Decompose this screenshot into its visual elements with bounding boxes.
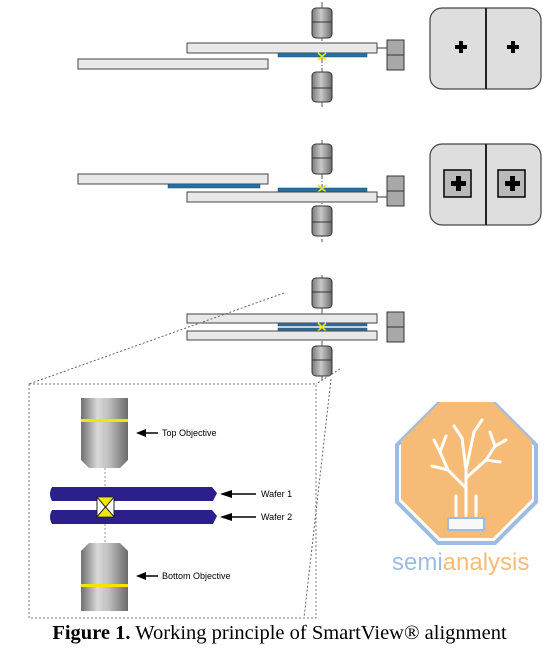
wafer2-label: Wafer 2: [261, 512, 292, 522]
top-wafer: [186, 191, 378, 203]
alignment-marker: [317, 184, 327, 193]
bottom-wafer: [77, 58, 269, 70]
alignment-view-panel: [429, 7, 542, 90]
top-wafer: [186, 42, 378, 54]
cross-mark-icon: [507, 41, 519, 53]
wafer2-callout: Wafer 2: [220, 512, 292, 522]
top-wafer: [186, 313, 378, 324]
chuck-icon: [377, 175, 405, 207]
bottom-objective-callout: Bottom Objective: [136, 571, 231, 581]
detail-frame: [28, 383, 317, 619]
wafer1-label: Wafer 1: [261, 489, 292, 499]
zoom-line: [315, 368, 341, 385]
watermark-text-part1: semi: [392, 549, 443, 576]
bottom-wafer: [186, 330, 378, 341]
top-objective-callout: Top Objective: [136, 428, 217, 438]
chuck-icon: [377, 39, 405, 71]
step-3: [186, 275, 405, 380]
wafer1-callout: Wafer 1: [220, 489, 292, 499]
chuck-icon: [386, 311, 405, 343]
alignment-marker: [317, 322, 327, 332]
cross-mark-icon: [505, 176, 520, 191]
figure-caption-label: Figure 1.: [52, 622, 131, 644]
figure-caption: Figure 1. Working principle of SmartView…: [0, 622, 559, 645]
semianalysis-watermark: semianalysis: [392, 402, 538, 576]
detail-wafer-2: [50, 510, 217, 524]
top-objective-label: Top Objective: [162, 428, 217, 438]
step-2: [77, 140, 542, 242]
tree-icon: [430, 418, 508, 522]
bonded-layer: [167, 183, 261, 189]
bulb-base-icon: [447, 517, 485, 531]
figure-caption-text: Working principle of SmartView® alignmen…: [130, 622, 507, 644]
bottom-wafer: [77, 173, 269, 185]
watermark-text: semianalysis: [392, 549, 529, 576]
bottom-objective-icon: [311, 205, 333, 237]
arrow-left-icon: [220, 513, 232, 521]
alignment-view-panel: [429, 143, 542, 226]
bottom-objective-label: Bottom Objective: [162, 571, 231, 581]
alignment-marker: [317, 52, 327, 61]
zoom-line: [28, 292, 285, 385]
arrow-left-icon: [136, 572, 146, 580]
top-objective-icon: [311, 277, 333, 309]
cross-mark-icon: [455, 41, 467, 53]
step-1: [77, 2, 542, 108]
watermark-text-part2: analysis: [443, 549, 530, 576]
top-objective-icon: [81, 398, 128, 468]
zoom-line: [303, 378, 332, 619]
detail-wafer-1: [50, 487, 217, 501]
bottom-objective-icon: [81, 543, 128, 611]
arrow-left-icon: [220, 490, 232, 498]
alignment-marker: [96, 496, 115, 518]
bottom-objective-icon: [311, 71, 333, 103]
top-objective-icon: [311, 7, 333, 39]
detail-view: Top Objective Wafer 1 Wafer 2 Bottom Obj…: [28, 383, 317, 619]
cross-mark-icon: [451, 176, 466, 191]
top-objective-icon: [311, 143, 333, 175]
bottom-objective-icon: [311, 345, 333, 377]
arrow-left-icon: [136, 429, 146, 437]
